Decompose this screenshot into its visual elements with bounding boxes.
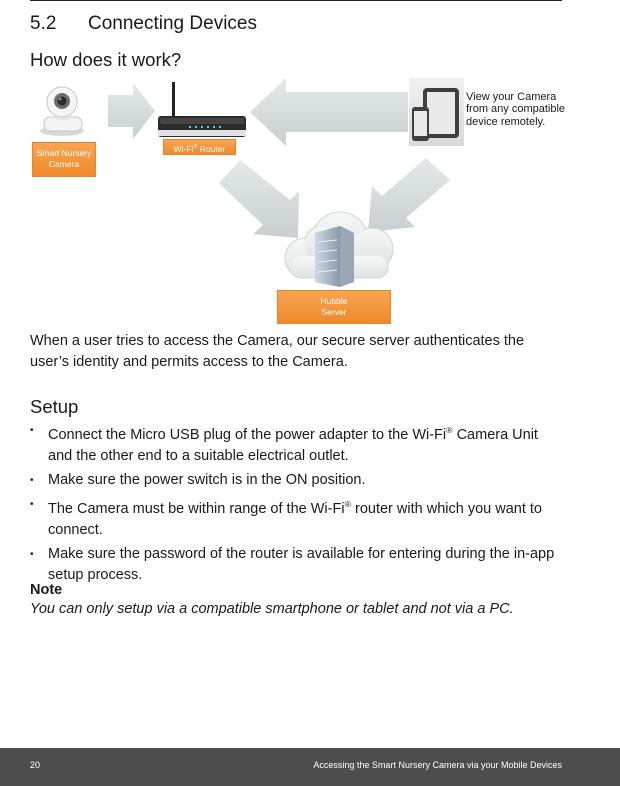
server-label: Hubble Server	[277, 290, 391, 324]
router-icon	[158, 82, 246, 137]
router-label: Wi-Fi® Router	[163, 139, 236, 155]
server-icon	[315, 226, 354, 287]
arrow-device-to-server	[368, 158, 450, 232]
router-label-mark: ®	[193, 144, 198, 150]
list-item: Make sure the power switch is in the ON …	[30, 470, 560, 491]
tablet-phone-icon	[409, 78, 464, 146]
server-label-line1: Hubble	[320, 296, 348, 306]
note-title: Note	[30, 582, 63, 598]
cloud-icon	[284, 211, 394, 279]
intro-paragraph: When a user tries to access the Camera, …	[30, 333, 525, 370]
list-item-text: Connect the Micro USB plug of the power …	[48, 426, 447, 443]
arrow-router-to-server	[219, 160, 299, 238]
arrow-device-to-router	[250, 78, 408, 146]
registered-mark: ®	[446, 425, 453, 435]
router-label-text: Wi-Fi	[173, 143, 194, 154]
list-item-text: Make sure the password of the router is …	[48, 545, 555, 583]
footer-title: Accessing the Smart Nursery Camera via y…	[313, 760, 562, 770]
camera-label-line1: Smart Nursery	[36, 148, 92, 158]
list-item-text-cont: Camera Unit and the other end to a suita…	[48, 426, 538, 464]
section-heading: 5.2 Connecting Devices	[30, 13, 257, 35]
page-number: 20	[30, 760, 41, 770]
list-item-text: Make sure the power switch is in the ON …	[48, 471, 366, 488]
setup-list: Connect the Micro USB plug of the power …	[30, 420, 560, 586]
section-number: 5.2	[30, 13, 57, 34]
camera-label: Smart Nursery Camera	[32, 142, 96, 177]
top-rule	[30, 0, 562, 1]
camera-icon	[40, 86, 84, 136]
section-title: Connecting Devices	[88, 13, 257, 34]
how-heading: How does it work?	[30, 49, 182, 70]
list-item: Connect the Micro USB plug of the power …	[30, 420, 560, 467]
setup-heading: Setup	[30, 396, 79, 417]
page-footer: 20 Accessing the Smart Nursery Camera vi…	[0, 748, 620, 786]
server-label-line2: Server	[321, 307, 347, 317]
remote-view-caption: View your Camera from any compatible dev…	[466, 91, 566, 128]
list-item: The Camera must be within range of the W…	[30, 494, 560, 541]
list-item-text-cont: router with which you want to connect.	[48, 500, 542, 538]
arrow-camera-to-router	[108, 83, 155, 139]
router-label-suffix: Router	[199, 143, 226, 154]
note-body: You can only setup via a compatible smar…	[30, 601, 514, 617]
registered-mark: ®	[344, 498, 351, 509]
list-item: Make sure the password of the router is …	[30, 544, 560, 586]
camera-label-line2: Camera	[48, 159, 80, 169]
list-item-text: The Camera must be within range of the W…	[48, 500, 345, 517]
